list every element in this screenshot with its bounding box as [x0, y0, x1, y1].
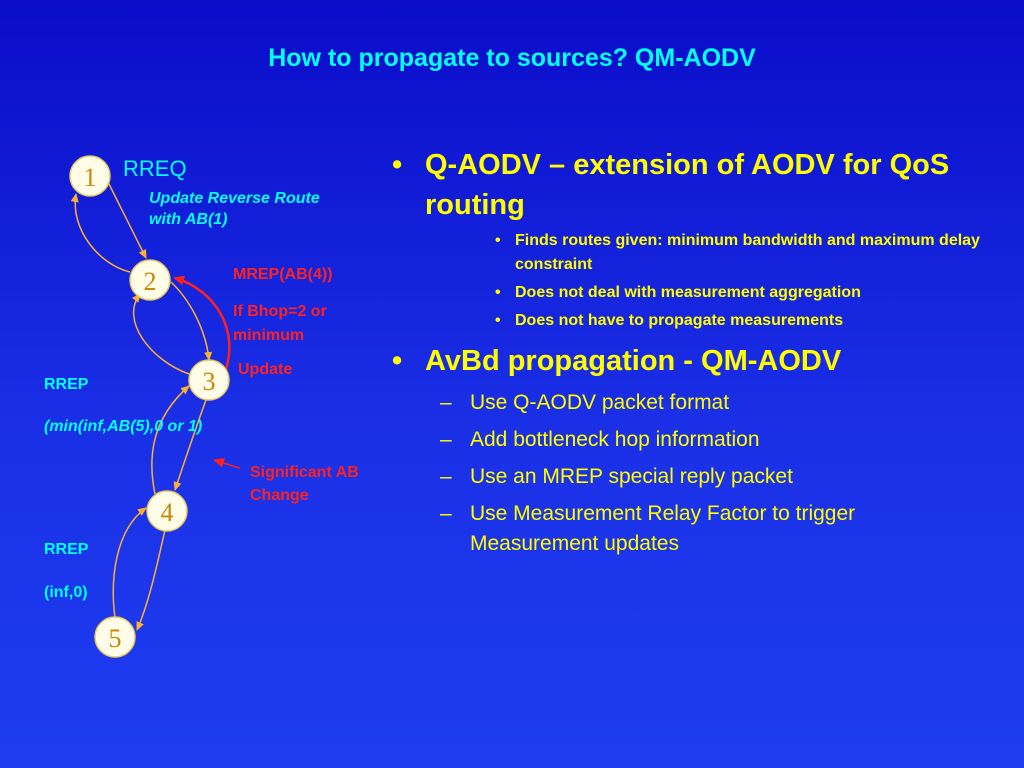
node-1: 1: [69, 155, 111, 197]
update-reverse-label: Update Reverse Route with AB(1): [149, 190, 320, 228]
bullet-avbd: •AvBd propagation - QM-AODV: [392, 345, 842, 377]
dash-item-text: Use Measurement Relay Factor to trigger …: [470, 502, 856, 555]
arrow-3-to-2: [131, 293, 190, 375]
dash-item-text: Add bottleneck hop information: [470, 428, 760, 451]
node-4: 4: [146, 490, 188, 532]
rreq-label: RREQ: [123, 156, 187, 181]
arrow-2-to-3: [170, 281, 213, 361]
svg-text:5: 5: [109, 624, 122, 653]
arrow-significant: [213, 458, 241, 469]
sub-bullet: •Does not deal with measurement aggregat…: [495, 284, 861, 301]
arrow-4-to-3: [151, 385, 190, 495]
sub-bullet-text: Does not deal with measurement aggregati…: [515, 284, 861, 301]
bullet-q-aodv: •Q-AODV – extension of AODV for QoS rout…: [392, 149, 950, 221]
dash-item-text: Use Q-AODV packet format: [470, 391, 730, 414]
node-5: 5: [94, 616, 136, 658]
dash-item-text: Use an MREP special reply packet: [470, 465, 793, 488]
node-2: 2: [129, 259, 171, 301]
dash-item: –Use Measurement Relay Factor to trigger…: [440, 502, 856, 555]
dash-item: –Use an MREP special reply packet: [440, 465, 793, 488]
update-label: Update: [238, 361, 293, 378]
significant-change-label: Significant AB Change: [250, 464, 359, 504]
rrep-label-1: RREP: [44, 376, 89, 393]
svg-text:4: 4: [161, 498, 174, 527]
node-3: 3: [188, 359, 230, 401]
svg-text:2: 2: [144, 267, 157, 296]
slide-title: How to propagate to sources? QM-AODV: [268, 44, 756, 72]
arrow-2-to-1: [70, 193, 131, 273]
arrow-5-to-4: [112, 507, 147, 619]
sub-bullet-text: Does not have to propagate measurements: [515, 312, 844, 329]
sub-bullet: •Does not have to propagate measurements: [495, 312, 844, 329]
arrow-mrep: [173, 275, 231, 373]
arrow-1-to-2: [107, 181, 147, 259]
rrep-value-1: (min(inf,AB(5),0 or 1): [44, 418, 203, 435]
svg-text:1: 1: [84, 163, 97, 192]
arrow-3-to-4: [173, 399, 207, 491]
svg-text:3: 3: [203, 367, 216, 396]
bullet-text: Q-AODV – extension of AODV for QoS routi…: [425, 149, 950, 221]
mrep-label: MREP(AB(4)): [233, 266, 333, 283]
bullet-text: AvBd propagation - QM-AODV: [425, 345, 842, 377]
bullet-list: •Q-AODV – extension of AODV for QoS rout…: [385, 145, 985, 559]
dash-item: –Add bottleneck hop information: [440, 428, 760, 451]
sub-bullet: •Finds routes given: minimum bandwidth a…: [495, 232, 980, 273]
sub-bullet-text: Finds routes given: minimum bandwidth an…: [515, 232, 980, 273]
if-bhop-label: If Bhop=2 or minimum: [233, 303, 327, 344]
dash-item: –Use Q-AODV packet format: [440, 391, 730, 414]
rrep-label-2: RREP: [44, 541, 89, 558]
arrow-4-to-5: [136, 529, 166, 631]
rrep-value-2: (inf,0): [44, 584, 88, 601]
